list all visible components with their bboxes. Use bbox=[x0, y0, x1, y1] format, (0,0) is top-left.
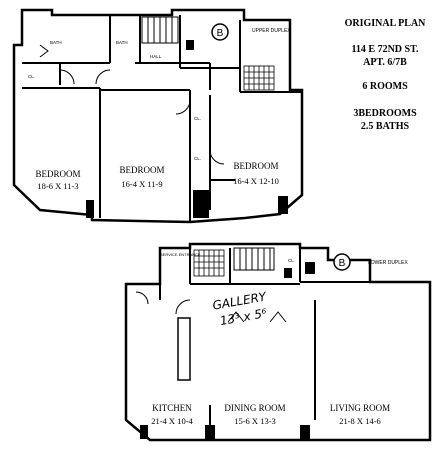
lower-marker-label: B bbox=[339, 258, 346, 269]
bedroom-1-name: BEDROOM bbox=[35, 169, 80, 179]
listing-apartment: APT. 6/7B bbox=[363, 57, 407, 68]
lower-stair bbox=[233, 247, 275, 271]
upper-hall-label: HALL bbox=[150, 54, 162, 59]
upper-bath-mid-label: BATH bbox=[116, 40, 128, 45]
dining-room-size: 15-6 X 13-3 bbox=[234, 416, 276, 426]
kitchen-name: KITCHEN bbox=[152, 403, 192, 413]
lower-interior-walls bbox=[159, 248, 430, 440]
bedroom-1-size: 18-6 X 11-3 bbox=[37, 181, 78, 191]
listing-baths: 2.5 BATHS bbox=[361, 121, 410, 132]
upper-floor-tag: UPPER DUPLEX bbox=[252, 28, 291, 34]
lower-marker: B bbox=[333, 253, 351, 271]
lower-door-swings bbox=[135, 291, 287, 323]
listing-rooms: 6 ROOMS bbox=[362, 81, 408, 92]
upper-marker: B bbox=[211, 23, 229, 41]
lower-outer-wall bbox=[124, 242, 432, 442]
listing-address: 114 E 72ND ST. bbox=[351, 44, 419, 55]
upper-bath-tile bbox=[243, 65, 275, 91]
service-entrance-label: SERVICE ENTRANCE bbox=[160, 252, 201, 257]
kitchen-counter bbox=[177, 317, 191, 381]
lower-columns bbox=[140, 262, 315, 439]
upper-door-swings bbox=[39, 44, 225, 165]
upper-stair bbox=[141, 16, 179, 44]
upper-closet-label-2: CL. bbox=[194, 116, 201, 121]
upper-floor-plan bbox=[12, 8, 304, 224]
dining-room-name: DINING ROOM bbox=[224, 403, 285, 413]
lower-floor-plan bbox=[124, 242, 432, 442]
bedroom-2-name: BEDROOM bbox=[119, 165, 164, 175]
kitchen-size: 21-4 X 10-4 bbox=[151, 416, 193, 426]
upper-closet-label-1: CL. bbox=[28, 74, 35, 79]
lower-closet-label: CL. bbox=[288, 258, 295, 263]
bedroom-2-size: 16-4 X 11-9 bbox=[121, 179, 162, 189]
upper-bath-left-label: BATH bbox=[50, 40, 62, 45]
bedroom-3-name: BEDROOM bbox=[233, 161, 278, 171]
upper-interior-walls bbox=[22, 15, 302, 222]
listing-title: ORIGINAL PLAN bbox=[345, 18, 427, 29]
living-room-size: 21-8 X 14-6 bbox=[339, 416, 381, 426]
listing-info: ORIGINAL PLAN 114 E 72ND ST. APT. 6/7B 6… bbox=[345, 18, 427, 132]
upper-outer-wall bbox=[12, 8, 304, 224]
lower-floor-tag: LOWER DUPLEX bbox=[368, 260, 408, 266]
living-room-name: LIVING ROOM bbox=[330, 403, 390, 413]
bedroom-3-size: 16-4 X 12-10 bbox=[233, 176, 279, 186]
upper-marker-label: B bbox=[217, 28, 224, 39]
upper-columns bbox=[86, 40, 288, 218]
upper-closet-label-3: CL. bbox=[194, 156, 201, 161]
listing-bedrooms: 3BEDROOMS bbox=[353, 108, 417, 119]
lower-bath-tile bbox=[193, 249, 225, 277]
